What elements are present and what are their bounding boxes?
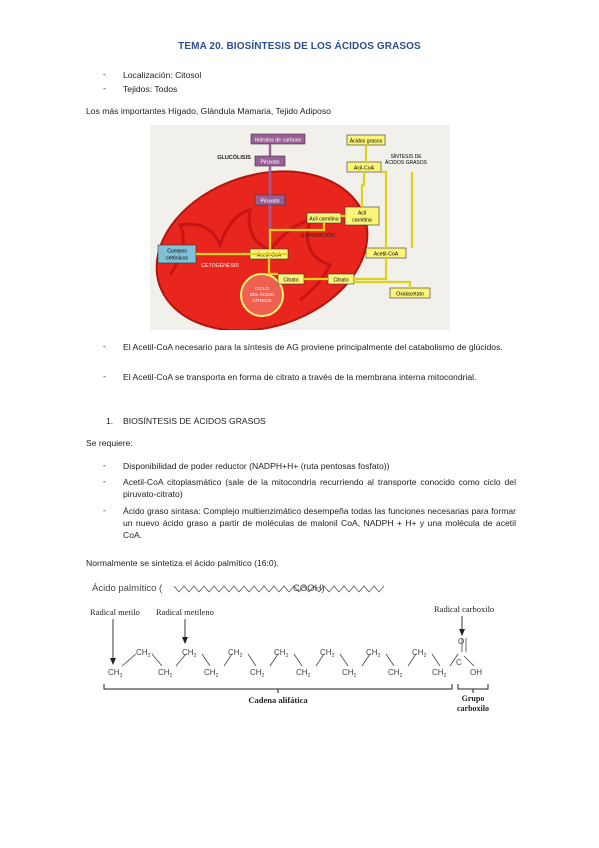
brace-carboxilo [457, 684, 489, 693]
label-piruvato-2: Piruvato [260, 199, 279, 205]
section-number: 1. [106, 416, 114, 426]
bullet-dash: - [103, 505, 106, 515]
requirement-nadph: Disponibilidad de poder reductor (NADPH+… [123, 461, 390, 471]
svg-text:CH2: CH2 [412, 648, 427, 659]
label-acil-coa: Acil-CoA [354, 166, 375, 172]
svg-text:CH2: CH2 [182, 648, 197, 659]
label-cuerpos-2: cetónicos [166, 256, 188, 262]
bottom-ch-row: CH3 CH2 CH2 CH2 CH2 CH2 CH2 CH2 [108, 668, 447, 679]
arrowhead-metilo [110, 658, 116, 665]
label-radical-metilo: Radical metilo [90, 607, 140, 617]
carbonyl-carbon-mark: C [456, 658, 462, 667]
chain-bonds [121, 653, 459, 667]
label-ciclo-2: DEL ÁCIDO [250, 291, 275, 297]
svg-text:CH2: CH2 [342, 668, 357, 679]
label-grupo-1: Grupo [462, 694, 485, 703]
bullet-dash: - [103, 460, 106, 470]
arrowhead-metileno [182, 637, 188, 644]
label-acil-carnitina-out-2: carnitina [352, 218, 372, 224]
bullet-dash: - [103, 83, 106, 93]
top-ch2-row: CH2 CH2 CH2 CH2 CH2 CH2 CH2 [136, 648, 427, 659]
bullet-dash: - [103, 69, 106, 79]
label-radical-metileno: Radical metileno [156, 607, 214, 617]
label-sintesis-2: ÁCIDOS GRASOS [385, 159, 428, 166]
list-item-tejidos: Tejidos: Todos [123, 84, 178, 94]
label-ciclo-3: CÍTRICO [253, 297, 272, 303]
label-piruvato-1: Piruvato [260, 160, 279, 166]
important-organs-line: Los más importantes Hígado, Glándula Mam… [86, 106, 331, 116]
label-ciclo-1: CICLO [255, 286, 269, 291]
list-item-acetil-origen: El Acetil-CoA necesario para la síntesis… [123, 342, 503, 352]
svg-text:CH2: CH2 [432, 668, 447, 679]
label-acetil-coa-out: Acetil-CoA [374, 252, 399, 258]
section-heading: BIOSÍNTESIS DE ÁCIDOS GRASOS [123, 416, 266, 426]
svg-text:CH2: CH2 [320, 648, 335, 659]
svg-text:CH2: CH2 [250, 668, 265, 679]
bullet-dash: - [103, 476, 106, 486]
label-acidos-grasos: Ácidos grasos [350, 138, 383, 145]
yellow-flow-lines [196, 145, 412, 288]
label-acil-carnitina-out-1: Acil [358, 211, 366, 217]
list-item-acetil-transporte: El Acetil-CoA se transporta en forma de … [123, 372, 477, 382]
label-glucolisis: GLUCÓLISIS [217, 153, 251, 161]
svg-text:CH2: CH2 [204, 668, 219, 679]
label-hidratos: Hidratos de carbono [255, 138, 302, 144]
palmitic-acid-structure: Ácido palmítico ( COOH) Radical metilo R… [90, 583, 494, 713]
label-oxygen: O [458, 637, 464, 646]
svg-text:CH2: CH2 [228, 648, 243, 659]
zigzag-chain-icon [173, 585, 385, 593]
label-grupo-2: carboxilo [457, 704, 489, 713]
svg-text:CH2: CH2 [296, 668, 311, 679]
label-citrato-in: Citrato [283, 278, 298, 284]
label-cetogenesis: CETOGÉNESIS [201, 262, 239, 269]
box-hidratos [250, 133, 306, 145]
svg-text:CH2: CH2 [388, 668, 403, 679]
label-acetil-coa-in: Acetil-CoA [257, 253, 282, 259]
palmitic-line: Normalmente se sintetiza el ácido palmít… [86, 558, 279, 568]
page-title: TEMA 20. BIOSÍNTESIS DE LOS ÁCIDOS GRASO… [178, 41, 421, 52]
svg-text:CH3: CH3 [108, 668, 123, 679]
label-oxalacetato: Oxalacetato [396, 292, 424, 298]
requirement-sintasa: Ácido graso sintasa: Complejo multienzim… [123, 506, 516, 540]
citric-cycle-circle [240, 273, 284, 317]
svg-text:CH2: CH2 [274, 648, 289, 659]
bullet-dash: - [103, 371, 106, 381]
svg-text:CH2: CH2 [366, 648, 381, 659]
label-cooh: COOH) [293, 583, 325, 594]
fatty-acid-metabolism-diagram: Hidratos de carbono GLUCÓLISIS Piruvato … [150, 125, 450, 330]
label-cadena-alifatica: Cadena alifática [248, 695, 308, 705]
carboxyl-bonds [461, 638, 475, 667]
label-acido-palmitico: Ácido palmítico ( [92, 583, 163, 594]
label-citrato-out: Citrato [333, 278, 348, 284]
brace-cadena [103, 684, 453, 693]
arrowhead-carboxilo [459, 629, 465, 636]
label-cuerpos-1: Cuerpos [167, 249, 187, 255]
bullet-dash: - [103, 341, 106, 351]
label-acil-carnitina-in: Acil carnitina [309, 217, 339, 223]
label-hydroxyl: OH [470, 668, 482, 677]
svg-text:CH2: CH2 [136, 648, 151, 659]
label-radical-carboxilo: Radical carboxilo [434, 604, 494, 614]
label-sintesis-1: SÍNTESIS DE [390, 153, 422, 160]
cristae-lines [168, 207, 333, 302]
label-beta-oxidacion: β-OXIDACIÓN [301, 232, 335, 239]
requirement-acetil-coa: Acetil-CoA citoplasmático (sale de la mi… [123, 477, 516, 499]
svg-text:CH2: CH2 [158, 668, 173, 679]
se-requiere-label: Se requiere: [86, 438, 133, 448]
list-item-localizacion: Localización: Citosol [123, 70, 202, 80]
